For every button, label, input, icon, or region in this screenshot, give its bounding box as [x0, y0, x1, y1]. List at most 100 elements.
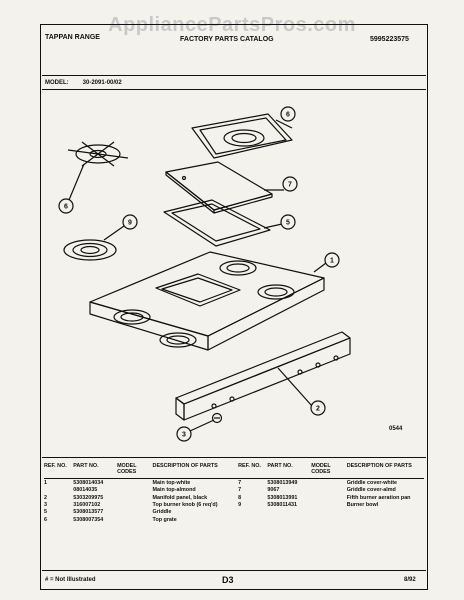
cell-desc: Griddle: [152, 509, 172, 516]
cell-part: 5308011431: [267, 502, 298, 509]
cell-gap: [230, 508, 238, 515]
cell-part: 5308013991: [267, 494, 298, 501]
cell-model: [311, 494, 346, 501]
callout-2-bubble: [310, 400, 326, 416]
cell-model: [311, 508, 346, 515]
model-label: MODEL:: [45, 80, 69, 86]
cell-gap: [230, 501, 238, 508]
top-grate-part: [67, 141, 129, 167]
cell-ref: 1: [44, 479, 47, 486]
cell-ref: 2: [44, 494, 47, 501]
col-model: MODEL CODES: [117, 463, 153, 479]
col-part-2: PART NO.: [267, 463, 312, 479]
table-row: 3 316007102 Top burner knob (6 req'd) 9 5308…: [44, 501, 424, 508]
cell-ref: 7: [238, 487, 242, 494]
cell-part: [267, 508, 311, 515]
cell-desc: Top burner knob (6 req'd): [152, 502, 218, 509]
cell-model: [311, 516, 346, 523]
callout-7-bubble: [282, 176, 298, 192]
callout-8: 6: [286, 112, 290, 119]
model-line: MODEL: 30-2091-00/02: [45, 80, 136, 86]
table-top-rule: [42, 457, 426, 458]
col-gap: [229, 463, 239, 479]
table-row: 2 5303209975 Manifold panel, black 8 5308013…: [44, 494, 424, 501]
burner-knob-part: [211, 412, 223, 424]
callout-9: 9: [128, 220, 132, 227]
cell-model: [117, 486, 152, 493]
catalog-number: 5995223575: [370, 36, 409, 43]
aeration-pan-part: [191, 113, 293, 159]
cell-model: [311, 478, 346, 486]
page-number: D3: [222, 575, 234, 585]
griddle-part: [163, 199, 271, 247]
exploded-diagram: 6 7 5 1 2 3 6 9: [42, 92, 426, 454]
brand-title: TAPPAN RANGE: [45, 34, 100, 41]
col-ref-2: REF. NO.: [238, 463, 268, 479]
page-frame: [40, 24, 428, 590]
cell-gap: [230, 494, 238, 501]
footer-rule: [42, 570, 426, 571]
cell-part: 5303209975: [73, 494, 104, 501]
cell-ref: 6: [44, 516, 47, 523]
cell-desc: Burner bowl: [346, 502, 379, 509]
cell-ref: 3: [44, 502, 47, 509]
cell-gap: [230, 478, 238, 486]
cell-desc: [347, 516, 424, 523]
cell-part: 316007102: [73, 502, 101, 509]
cell-desc: Manifold panel, black: [152, 494, 208, 501]
header-rule: [42, 75, 426, 76]
cell-model: [117, 508, 152, 515]
cell-desc: Griddle cover-white: [346, 479, 398, 486]
parts-table-header: REF. NO. PART NO. MODEL CODES DESCRIPTIO…: [44, 463, 424, 479]
cell-gap: [230, 486, 238, 493]
callout-3: 3: [182, 432, 186, 439]
cell-part: 5308014034: [73, 479, 104, 486]
callout-1: 1: [330, 258, 334, 265]
cell-desc: Griddle cover-almd: [346, 487, 396, 494]
cell-desc: [347, 508, 424, 515]
callout-7: 7: [288, 182, 292, 189]
col-desc: DESCRIPTION OF PARTS: [152, 463, 230, 479]
col-model-2: MODEL CODES: [311, 463, 347, 479]
cell-part: [267, 516, 311, 523]
model-value: 30-2091-00/02: [82, 80, 122, 86]
catalog-title: FACTORY PARTS CATALOG: [180, 36, 274, 43]
main-top-part: [89, 251, 325, 351]
exploded-diagram-svg: 6 7 5 1 2 3 6 9: [58, 106, 351, 442]
footer-note: # = Not Illustrated: [45, 577, 96, 583]
burner-bowl-part: [63, 239, 117, 261]
table-row: 5 5308013577 Griddle: [44, 508, 424, 515]
cell-model: [311, 501, 346, 508]
manifold-panel-part: [175, 331, 351, 421]
cell-desc: Fifth burner aeration pan: [346, 494, 411, 501]
cell-ref: 8: [238, 494, 242, 501]
cell-model: [117, 501, 152, 508]
cell-part: 9067: [267, 487, 280, 494]
cell-ref: 5: [44, 509, 47, 516]
callout-5-bubble: [280, 214, 296, 230]
cell-part: 5308007354: [73, 516, 104, 523]
cell-model: [117, 478, 152, 486]
watermark: AppliancePartsPros.com: [108, 14, 356, 36]
cell-model: [117, 516, 152, 523]
griddle-cover-part: [165, 161, 273, 214]
cell-part: 5308013577: [73, 509, 104, 516]
cell-desc: Main top-white: [152, 479, 191, 486]
cell-model: [311, 486, 346, 493]
cell-ref: 9: [238, 502, 242, 509]
cell-model: [117, 494, 152, 501]
cell-ref: [238, 516, 267, 523]
cell-desc: Main top-almond: [152, 487, 196, 494]
footer-date: 8/92: [404, 577, 416, 583]
cell-ref: [44, 486, 73, 493]
callout-1-bubble: [324, 252, 340, 268]
col-ref: REF. NO.: [44, 463, 74, 479]
cell-part: 5308013949: [267, 479, 298, 486]
callout-9-bubble: [122, 214, 138, 230]
callout-6-bubble: [58, 198, 74, 214]
callout-5: 5: [286, 220, 290, 227]
callout-8-bubble: [280, 106, 296, 122]
